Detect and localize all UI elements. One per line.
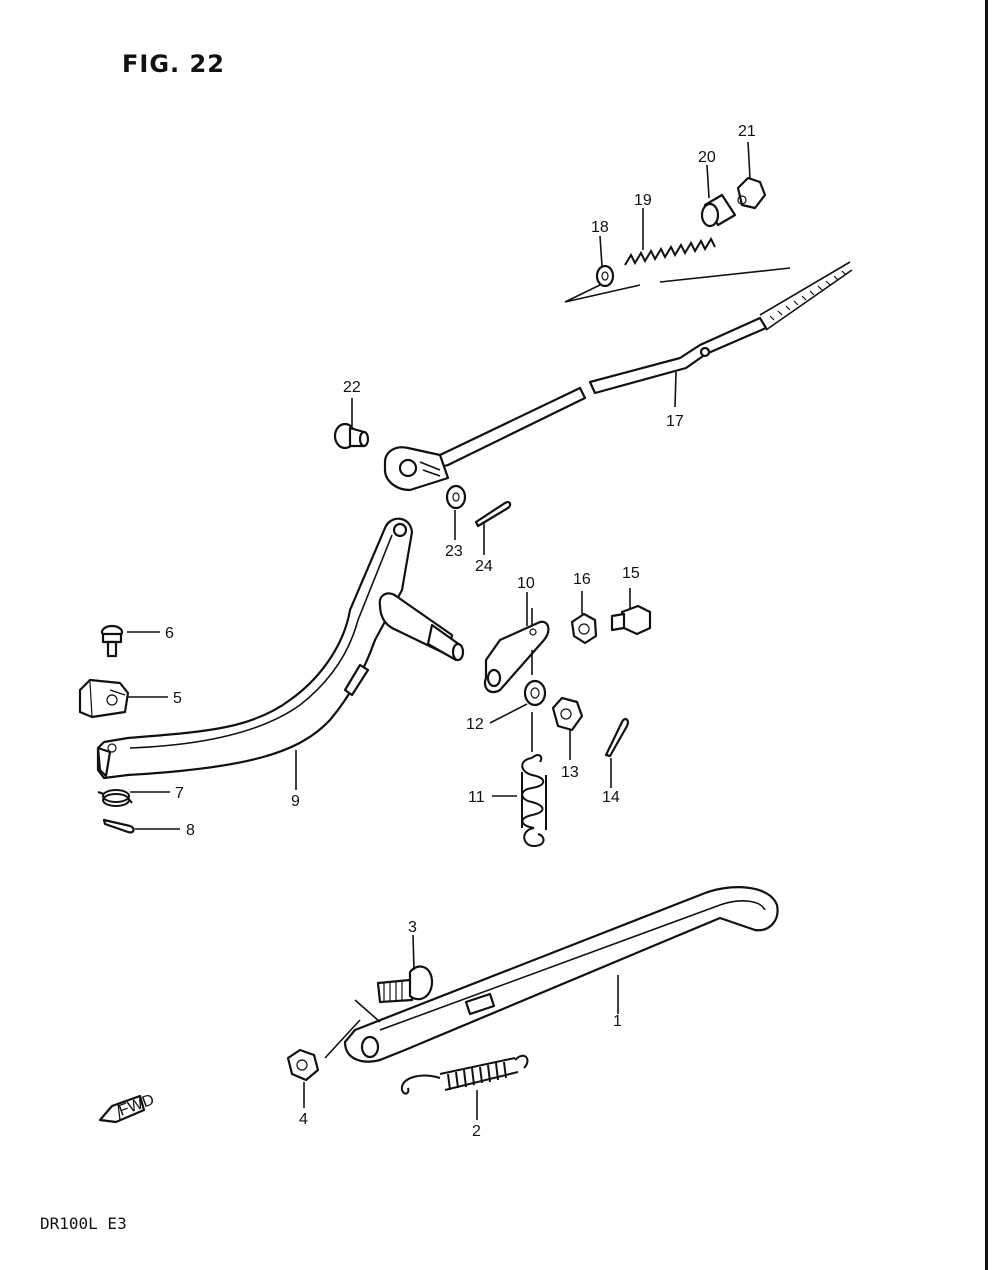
part-15-bolt [610,604,652,636]
callout-16: 16 [573,571,591,588]
part-6-bolt [100,624,124,658]
callout-18: 18 [591,219,609,236]
part-14-cotter-pin [604,717,630,758]
part-21-adjust-nut [736,176,767,210]
part-7-spring-clip [97,789,133,807]
model-code: DR100L E3 [40,1214,127,1233]
part-19-spring [624,236,716,266]
part-17-brake-rod [383,261,853,492]
callout-8: 8 [186,822,195,839]
figure-title: FIG. 22 [122,50,225,78]
part-2-spring [400,1054,529,1095]
part-16-nut [570,612,598,645]
part-13-castle-nut [551,696,584,732]
callout-1: 1 [613,1013,622,1030]
part-24-cotter-pin [474,500,512,528]
callout-6: 6 [165,625,174,642]
part-23-washer [445,484,467,510]
callout-23: 23 [445,543,463,560]
fwd-arrow-icon: FWD [98,1091,157,1124]
callout-12: 12 [466,716,484,733]
leader-lines [127,141,751,1120]
callout-17: 17 [666,413,684,430]
part-1-side-stand [343,886,779,1063]
part-20-collar [700,193,737,228]
callout-9: 9 [291,793,300,810]
part-18-washer [595,264,615,288]
part-22-pin [333,422,370,450]
callout-19: 19 [634,192,652,209]
callout-14: 14 [602,789,620,806]
callout-5: 5 [173,690,182,707]
callout-13: 13 [561,764,579,781]
callout-3: 3 [408,919,417,936]
callout-2: 2 [472,1123,481,1140]
page-border [985,0,988,1270]
part-3-bolt [376,965,434,1004]
part-8-cotter-pin [102,818,135,834]
part-4-nut [286,1048,320,1082]
callout-24: 24 [475,558,493,575]
callout-7: 7 [175,785,184,802]
assembly-line-rod [564,267,791,303]
callout-21: 21 [738,123,756,140]
part-12-washer [523,679,547,707]
callout-15: 15 [622,565,640,582]
assembly-line-stand [324,999,381,1059]
callout-20: 20 [698,149,716,166]
part-11-spring [521,754,547,848]
callout-4: 4 [299,1111,308,1128]
callout-11: 11 [468,789,485,806]
callout-numbers: 21 20 19 18 22 17 23 24 10 16 15 6 5 7 8… [165,123,756,1140]
part-10-arm [483,620,550,694]
callout-22: 22 [343,379,361,396]
fwd-label: FWD [117,1091,157,1119]
part-5-clip [78,678,130,719]
callout-10: 10 [517,575,535,592]
part-9-brake-pedal [96,517,465,780]
